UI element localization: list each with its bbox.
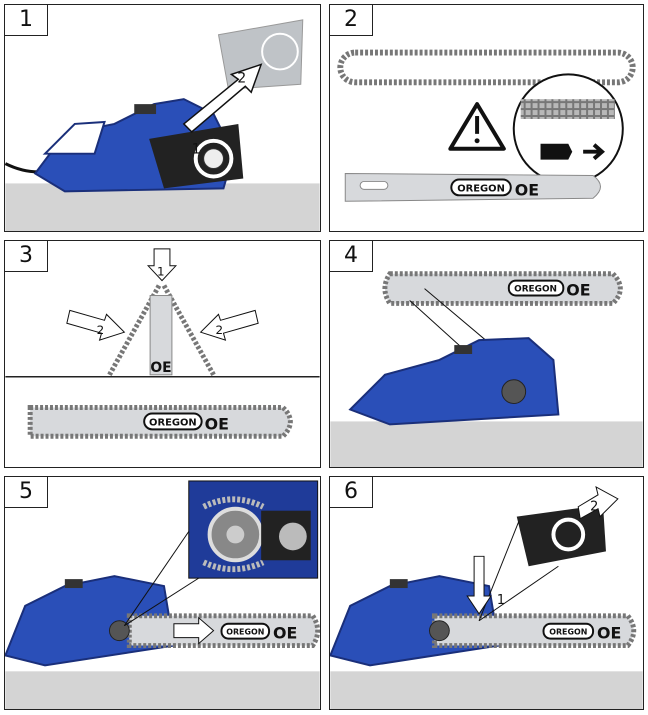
illustration-mount-bar: OREGON OE [330, 271, 643, 467]
svg-text:1: 1 [497, 593, 505, 608]
svg-text:OREGON: OREGON [226, 628, 264, 637]
oregon-logo [450, 178, 512, 197]
ground [5, 183, 320, 231]
panel-number: 5 [5, 477, 48, 508]
panel-number: 2 [330, 5, 373, 36]
panel-6: 6 OREGON OE 2 1 [329, 476, 644, 710]
svg-text:2: 2 [97, 323, 105, 337]
sprocket-cover [516, 504, 606, 567]
svg-text:OREGON: OREGON [514, 285, 557, 295]
svg-text:OREGON: OREGON [549, 628, 587, 637]
panel-5: 5 OREGON OE [4, 476, 321, 710]
panel-3: 3 OE 1 2 2 OREGON OE [4, 240, 321, 468]
panel-2: 2 OREGON OE [329, 4, 644, 232]
chain-direction-icon [540, 143, 573, 160]
arrow-2 [182, 63, 263, 133]
arrow-2 [577, 485, 619, 520]
svg-text:OE: OE [205, 414, 229, 433]
arrow-right-icon [583, 143, 605, 161]
panel-number: 3 [5, 241, 48, 272]
svg-text:OE: OE [597, 624, 621, 643]
saw-handle-hole [42, 120, 106, 155]
guide-bar-vertical [149, 295, 173, 376]
svg-text:OE: OE [566, 281, 590, 300]
svg-text:OREGON: OREGON [457, 183, 505, 194]
panel-1: 1 1 2 [4, 4, 321, 232]
callout-2: 2 [237, 70, 246, 86]
illustration-chain-and-bar: OREGON OE [337, 49, 636, 202]
panel-number: 1 [5, 5, 48, 36]
guide-bar-with-chain [382, 271, 623, 306]
panel-4: 4 OREGON OE [329, 240, 644, 468]
saw-knob [134, 104, 157, 115]
saw-chain [337, 49, 636, 86]
svg-text:2: 2 [216, 323, 224, 337]
illustration-refit-cover: OREGON OE 2 1 [330, 485, 643, 709]
svg-text:1: 1 [157, 265, 165, 279]
removed-cover [217, 19, 304, 90]
chain-detail-circle [512, 73, 624, 185]
callout-1: 1 [192, 142, 201, 158]
svg-text:OE: OE [273, 624, 297, 643]
panel-number: 6 [330, 477, 373, 508]
svg-text:OREGON: OREGON [149, 417, 197, 428]
illustration-engage-sprocket: OREGON OE [5, 480, 320, 709]
svg-text:2: 2 [590, 500, 598, 515]
sprocket [501, 379, 527, 405]
oe-logo: OE [515, 180, 539, 199]
arrow-1 [146, 248, 178, 282]
arrow-2-right [199, 309, 259, 341]
illustration-fit-chain: OE 1 2 2 OREGON OE [5, 248, 320, 439]
arrow-1 [466, 555, 492, 615]
arrow-right-icon [173, 616, 215, 645]
arrow-2-left [66, 309, 126, 341]
svg-text:OE: OE [150, 360, 171, 376]
knob-rotation-arrow [193, 138, 234, 179]
panel-number: 4 [330, 241, 373, 272]
saw-body [348, 337, 560, 426]
illustration-remove-cover: 1 2 [5, 19, 320, 231]
chain-links-detail [520, 99, 615, 119]
